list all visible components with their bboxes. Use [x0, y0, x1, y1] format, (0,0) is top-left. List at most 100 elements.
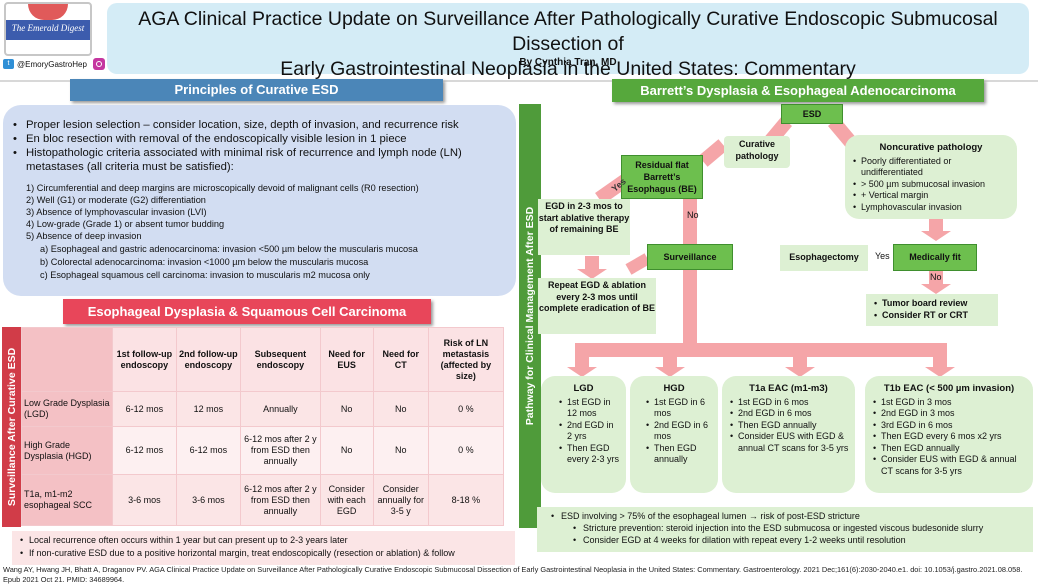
arrow-head-icon — [921, 231, 951, 241]
connector-arrow — [793, 343, 807, 367]
connector-arrow — [683, 264, 697, 356]
row-label: High Grade Dysplasia (HGD) — [21, 426, 113, 475]
arrow-head-icon — [655, 367, 685, 377]
esd-node: ESD — [781, 104, 843, 124]
stricture-item: Stricture prevention: steroid injection … — [551, 522, 1033, 534]
principle-bullet: En bloc resection with removal of the en… — [13, 132, 407, 146]
t1a-item: Then EGD annually — [728, 420, 849, 432]
table-cell: Annually — [240, 391, 321, 427]
connector-arrow — [575, 343, 589, 367]
lgd-item: 2nd EGD in 2 yrs — [557, 420, 620, 443]
esophagectomy-node: Esophagectomy — [780, 245, 868, 271]
page-title: AGA Clinical Practice Update on Surveill… — [138, 8, 998, 80]
stricture-item: ESD involving > 75% of the esophageal lu… — [551, 510, 1033, 522]
t1a-eac-box: T1a EAC (m1-m3) 1st EGD in 6 mos 2nd EGD… — [722, 376, 855, 493]
noncurative-item: + Vertical margin — [851, 190, 1011, 202]
column-header: 1st follow-up endoscopy — [112, 327, 177, 392]
row-label: T1a, m1-m2 esophageal SCC — [21, 474, 113, 526]
logo-crest-icon — [28, 4, 68, 20]
subcriterion-item: a) Esophageal and gastric adenocarcinoma… — [40, 244, 418, 254]
surveillance-side-label: Surveillance After Curative ESD — [2, 327, 21, 527]
tumor-board-item: Consider RT or CRT — [872, 310, 998, 322]
connector-arrow — [663, 343, 677, 367]
surveillance-node: Surveillance — [647, 244, 733, 270]
noncurative-title: Noncurative pathology — [879, 142, 983, 153]
social-handles: t @EmoryGastroHep — [3, 58, 105, 70]
subcriterion-item: c) Esophageal squamous cell carcinoma: i… — [40, 270, 370, 280]
criterion-item: 3) Absence of lymphovascular invasion (L… — [26, 207, 207, 217]
principle-bullet-cont: metastases (all criteria must be satisfi… — [26, 161, 234, 173]
table-cell: No — [372, 426, 429, 475]
noncurative-item: Poorly differentiated or undifferentiate… — [851, 156, 1011, 179]
lgd-item: 1st EGD in 12 mos — [557, 397, 620, 420]
header-divider — [0, 80, 1038, 82]
squamous-surveillance-table: 1st follow-up endoscopy 2nd follow-up en… — [21, 327, 505, 526]
hgd-item: 1st EGD in 6 mos — [644, 397, 712, 420]
column-header: 2nd follow-up endoscopy — [175, 327, 242, 392]
curative-pathology-node: Curative pathology — [724, 136, 790, 168]
repeat-egd-node: Repeat EGD & ablation every 2-3 mos unti… — [538, 278, 656, 334]
logo-text: The Emerald Digest — [11, 23, 85, 33]
criterion-item: 5) Absence of deep invasion — [26, 231, 142, 241]
t1a-item: 2nd EGD in 6 mos — [728, 408, 849, 420]
stricture-item: Consider EGD at 4 weeks for dilation wit… — [551, 534, 1033, 546]
table-cell: 0 % — [427, 426, 505, 475]
squamous-heading: Esophageal Dysplasia & Squamous Cell Car… — [63, 299, 431, 324]
table-cell: No — [372, 391, 429, 427]
citation: Wang AY, Hwang JH, Bhatt A, Draganov PV.… — [3, 565, 1023, 584]
table-header-row: 1st follow-up endoscopy 2nd follow-up en… — [21, 327, 505, 392]
column-header: Need for CT — [372, 327, 429, 392]
hgd-box: HGD 1st EGD in 6 mos 2nd EGD in 6 mos Th… — [630, 376, 718, 493]
t1b-eac-box: T1b EAC (< 500 µm invasion) 1st EGD in 3… — [865, 376, 1033, 493]
arrow-head-icon — [567, 367, 597, 377]
table-cell: 0 % — [427, 391, 505, 427]
t1b-item: 1st EGD in 3 mos — [871, 397, 1027, 409]
note-item: If non-curative ESD due to a positive ho… — [20, 547, 515, 560]
medically-fit-node: Medically fit — [893, 244, 977, 271]
no-label: No — [687, 210, 699, 220]
table-row: High Grade Dysplasia (HGD) 6-12 mos 6-12… — [21, 426, 505, 475]
squamous-notes: Local recurrence often occurs within 1 y… — [12, 531, 515, 565]
no-label: No — [930, 272, 942, 282]
connector-arrow — [585, 256, 599, 270]
t1a-title: T1a EAC (m1-m3) — [749, 383, 828, 394]
table-cell: 6-12 mos after 2 y from ESD then annuall… — [240, 474, 321, 526]
principle-bullet: Histopathologic criteria associated with… — [13, 146, 462, 160]
stricture-box: ESD involving > 75% of the esophageal lu… — [537, 507, 1033, 552]
connector-arrow — [575, 343, 947, 357]
t1b-item: Consider EUS with EGD & annual CT scans … — [871, 454, 1027, 477]
lgd-title: LGD — [573, 383, 594, 394]
table-cell: 12 mos — [175, 391, 242, 427]
column-header: Subsequent endoscopy — [240, 327, 321, 392]
twitter-icon[interactable]: t — [3, 59, 14, 69]
subcriterion-item: b) Colorectal adenocarcinoma: invasion <… — [40, 257, 369, 267]
column-header: Need for EUS — [319, 327, 374, 392]
table-row: T1a, m1-m2 esophageal SCC 3-6 mos 3-6 mo… — [21, 474, 505, 526]
table-cell: No — [319, 426, 374, 475]
lgd-item: Then EGD every 2-3 yrs — [557, 443, 620, 466]
table-cell: No — [319, 391, 374, 427]
t1b-item: 2nd EGD in 3 mos — [871, 408, 1027, 420]
note-item: Local recurrence often occurs within 1 y… — [20, 534, 515, 547]
column-header: Risk of LN metastasis (affected by size) — [427, 327, 505, 392]
criterion-item: 1) Circumferential and deep margins are … — [26, 183, 419, 193]
connector-arrow — [929, 218, 943, 232]
t1b-item: Then EGD every 6 mos x2 yrs — [871, 431, 1027, 443]
noncurative-item: > 500 µm submucosal invasion — [851, 179, 1011, 191]
arrow-head-icon — [577, 269, 607, 279]
instagram-icon[interactable] — [92, 58, 105, 70]
connector-arrow — [929, 271, 943, 285]
yes-label: Yes — [875, 251, 890, 261]
t1b-item: Then EGD annually — [871, 443, 1027, 455]
table-row: Low Grade Dysplasia (LGD) 6-12 mos 12 mo… — [21, 391, 505, 427]
table-cell: 3-6 mos — [175, 474, 242, 526]
tumor-board-item: Tumor board review — [872, 298, 998, 310]
hgd-item: Then EGD annually — [644, 443, 712, 466]
social-handle[interactable]: @EmoryGastroHep — [17, 59, 87, 69]
table-cell: Consider annually for 3-5 y — [372, 474, 429, 526]
barretts-heading: Barrett’s Dysplasia & Esophageal Adenoca… — [612, 79, 984, 102]
t1a-item: Consider EUS with EGD & annual CT scans … — [728, 431, 849, 454]
table-cell: 6-12 mos after 2 y from ESD then annuall… — [240, 426, 321, 475]
lgd-box: LGD 1st EGD in 12 mos 2nd EGD in 2 yrs T… — [541, 376, 626, 493]
hgd-title: HGD — [663, 383, 685, 394]
